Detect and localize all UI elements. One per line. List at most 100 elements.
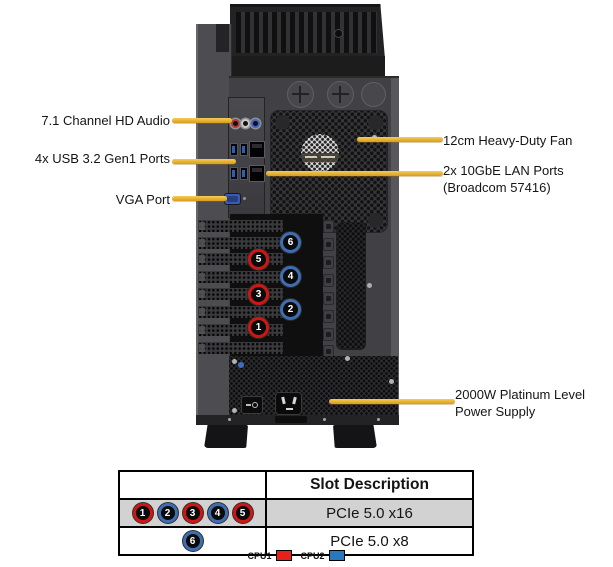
slot-number-badge-2: 2 [280,299,301,320]
power-switch-icon [241,396,263,414]
slot-number-badge-3: 3 [248,284,269,305]
slot-number-badge-1: 1 [248,317,269,338]
panel-screw-icon [367,283,372,288]
table-header-empty-cell [120,472,267,498]
callout-lan-line2: (Broadcom 57416) [443,180,551,195]
slot-badge-5: 5 [232,503,253,523]
table-slot-badges-cell: 1 2 3 4 5 [120,500,267,526]
slot-number-badge-6: 6 [280,232,301,253]
server-tower-rear: 6 5 4 3 2 1 [195,0,401,450]
edge-screw-icon [323,418,326,421]
fan-corner [368,115,383,130]
fan-corner [275,115,290,130]
fan-sticker-band [301,153,339,162]
lan-port-icon [249,165,265,182]
chassis-recess [230,56,385,76]
edge-screw-icon [377,418,380,421]
handle-screw [334,29,343,38]
slot-latch [323,310,334,323]
slot-number-badge-5: 5 [248,249,269,270]
power-inlet-icon [275,392,302,415]
slot-cover [198,342,283,354]
slot-latch [323,292,334,305]
callout-lan-label: 2x 10GbE LAN Ports (Broadcom 57416) [443,162,564,196]
usb-port-icon [230,167,238,180]
callout-psu-arrow [329,399,455,404]
chassis-corner-notch [216,24,229,52]
table-slot-badges-cell: 6 [120,528,267,554]
legend-cpu1: CPU1 [247,550,292,561]
slot-number: 6 [287,237,294,248]
lan-port-icon [249,141,265,158]
slot-latch [323,220,334,233]
usb-port-icon [230,143,238,156]
psu-screw-icon [389,379,394,384]
slot-latch [323,238,334,251]
psu-screw-icon [232,359,237,364]
slot-cover [198,253,283,265]
callout-vga-label: VGA Port [115,192,170,207]
chassis-right-edge [391,78,399,415]
fan-corner [368,213,383,228]
psu-indicator [238,362,244,368]
side-vent [336,222,366,350]
callout-fan-label: 12cm Heavy-Duty Fan [443,133,573,148]
slot-cover [198,288,283,300]
slot-latch [323,256,334,269]
slot-latch [323,274,334,287]
slot-number: 3 [255,289,262,300]
callout-psu-label: 2000W Platinum Level Power Supply [455,386,585,420]
callout-fan-arrow [357,137,443,142]
slot-cover [198,271,283,283]
slot-number: 2 [287,304,294,315]
slot-description-cell: PCIe 5.0 x8 [330,532,409,550]
table-row: 6 PCIe 5.0 x8 [120,526,472,554]
legend-cpu1-label: CPU1 [247,550,272,561]
table-header-row: Slot Description [120,472,472,498]
chassis-foot [204,425,248,448]
audio-jack-white-icon [241,119,250,128]
callout-lan-arrow [266,171,443,176]
cpu2-color-swatch-icon [328,550,345,561]
table-row: 1 2 3 4 5 PCIe 5.0 x16 [120,498,472,526]
chassis-foot [333,425,377,448]
bottom-grille [275,416,307,423]
slot-description-table: Slot Description 1 2 3 4 5 PCIe 5.0 x16 … [118,470,474,556]
callout-psu-line2: Power Supply [455,404,536,419]
cpu1-color-swatch-icon [275,550,292,561]
slot-number: 4 [287,271,294,282]
table-header-cell: Slot Description [310,476,429,493]
slot-number: 1 [255,322,262,333]
legend-cpu2-label: CPU2 [300,550,325,561]
callout-lan-line1: 2x 10GbE LAN Ports [443,163,564,178]
slot-badge-6: 6 [182,531,203,551]
vga-screw-icon [243,197,246,200]
thumbscrew-icon [327,81,354,108]
callout-psu-line1: 2000W Platinum Level [455,387,586,402]
top-handle-vents [230,4,385,59]
psu-screw-icon [232,408,237,413]
legend-cpu2: CPU2 [301,550,345,561]
callout-usb-label: 4x USB 3.2 Gen1 Ports [34,151,170,166]
slot-cover [198,306,283,318]
slot-number-badge-4: 4 [280,266,301,287]
psu-screw-icon [345,356,350,361]
callout-vga-arrow [172,196,227,201]
cpu-legend: CPU1 CPU2 [118,550,474,561]
slot-cover [198,324,283,336]
slot-badge-2: 2 [157,503,178,523]
slot-latch [323,328,334,341]
fan-hub-sticker [301,134,339,172]
slot-badge-4: 4 [207,503,228,523]
edge-screw-icon [228,418,231,421]
thumbscrew-icon [287,81,314,108]
audio-jack-blue-icon [251,119,260,128]
round-knob-icon [361,82,386,107]
audio-jack-red-icon [231,119,240,128]
slot-cover [198,237,283,249]
slot-cover [198,220,283,232]
slot-description-cell: PCIe 5.0 x16 [326,504,413,522]
slot-badge-1: 1 [132,503,153,523]
slot-badge-3: 3 [182,503,203,523]
